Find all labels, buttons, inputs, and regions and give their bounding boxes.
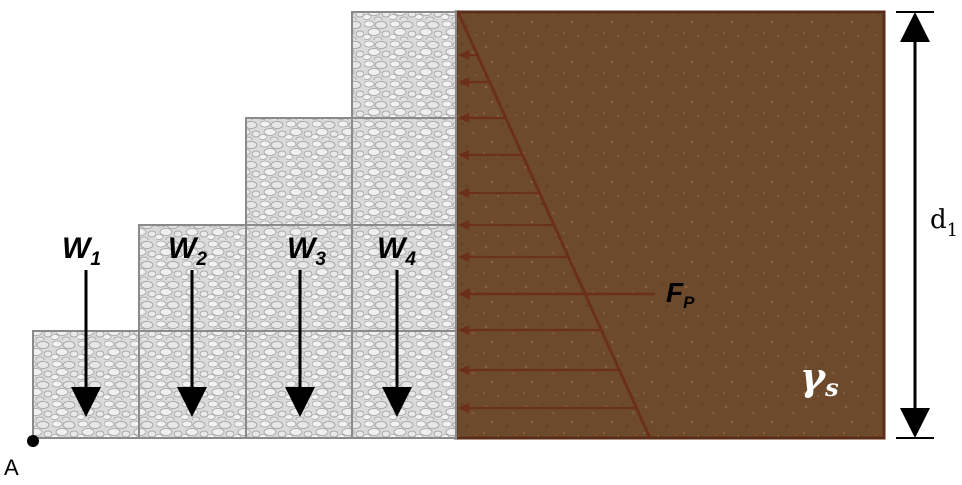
arrowhead	[458, 288, 470, 300]
arrowhead	[458, 220, 469, 230]
point-a-label: A	[4, 455, 19, 480]
arrowhead	[458, 252, 469, 262]
weight-3: W3	[285, 232, 326, 417]
weight-forces: W1 W2 W3 W4	[62, 232, 416, 417]
weight-label: W3	[287, 232, 326, 270]
weight-label: W4	[377, 232, 416, 270]
arrowhead	[458, 188, 469, 198]
arrowhead	[458, 150, 469, 160]
resultant-force: FP	[458, 277, 695, 312]
arrowhead	[458, 365, 469, 375]
gabion-basket	[351, 11, 457, 119]
arrowhead	[458, 77, 469, 87]
gabion-wall	[32, 11, 457, 439]
gabion-basket	[351, 117, 457, 226]
gabion-basket	[245, 117, 353, 226]
weight-label: W2	[168, 232, 207, 270]
weight-2: W2	[168, 232, 207, 417]
pressure-arrows	[458, 50, 637, 413]
arrowhead	[458, 50, 469, 60]
height-dimension: d1	[896, 11, 958, 439]
point-a-marker	[27, 435, 39, 447]
height-label: d1	[930, 205, 958, 241]
arrowhead	[458, 113, 469, 123]
weight-4: W4	[377, 232, 416, 417]
weight-1: W1	[62, 232, 101, 417]
gabion-basket	[351, 224, 457, 332]
arrowhead	[458, 403, 469, 413]
arrowhead	[458, 325, 469, 335]
weight-label: W1	[62, 232, 101, 270]
force-label: FP	[666, 277, 695, 312]
gabion-basket	[351, 330, 457, 439]
soil-unit-weight-label: γs	[800, 354, 839, 402]
